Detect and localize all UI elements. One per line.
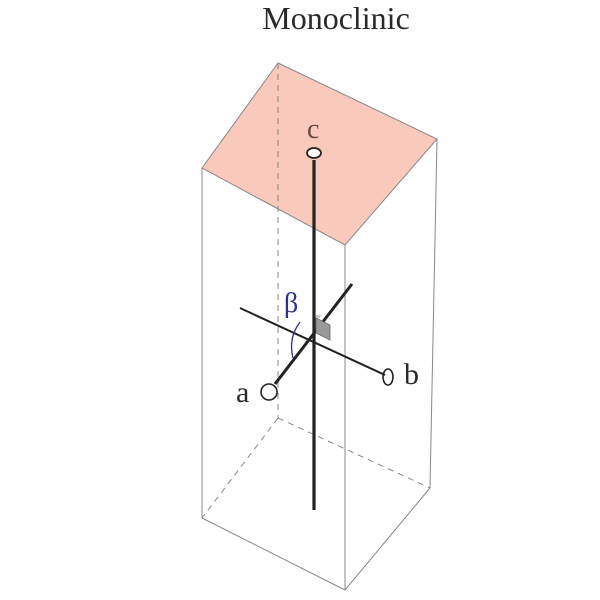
beta-label: β [284, 288, 298, 319]
diagram-title: Monoclinic [262, 0, 410, 36]
axis-c-endpoint [306, 147, 322, 159]
axis-b-endpoint [382, 368, 394, 386]
axis-b-label: b [404, 358, 419, 391]
right-angle-marker [315, 317, 331, 341]
hidden-edge-bottom-right [277, 417, 431, 489]
edge-right-vertical [429, 138, 438, 489]
axis-c-label: c [307, 114, 319, 145]
edge-bottom-front-right [344, 487, 431, 591]
edge-bottom-front-left [201, 517, 346, 591]
right-angle-marker-text: 90° [316, 314, 322, 319]
beta-angle-arc [290, 321, 301, 359]
axis-a-endpoint [260, 383, 278, 401]
axis-a-label: a [236, 376, 249, 409]
hidden-edge-bottom-left [201, 417, 279, 519]
